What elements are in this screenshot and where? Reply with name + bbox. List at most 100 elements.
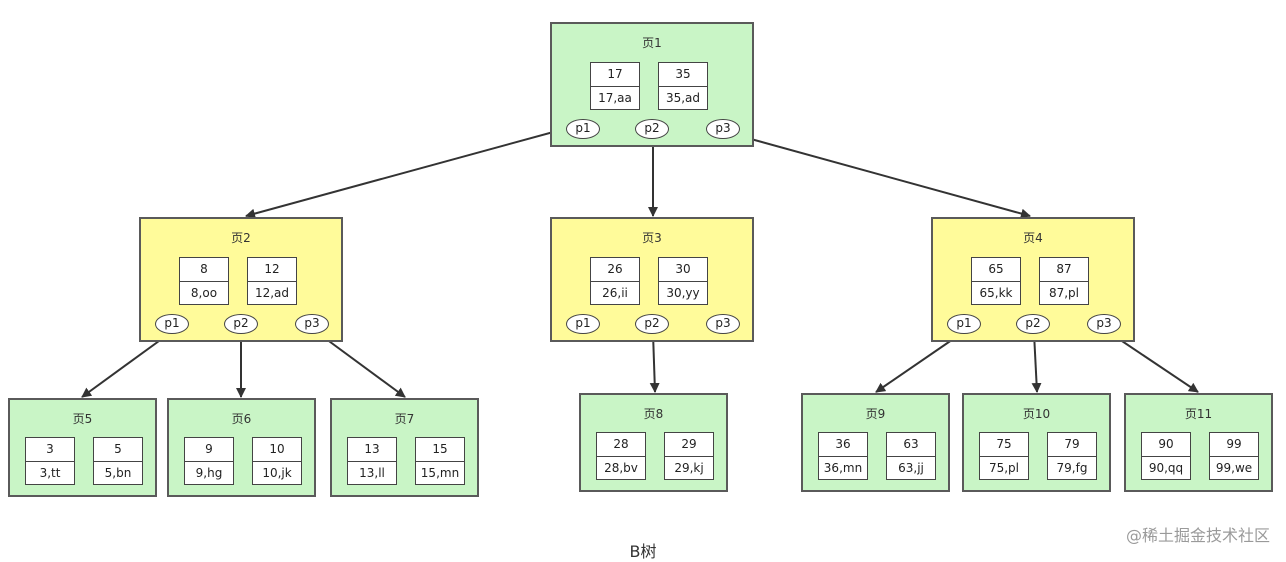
- record: 65 65,kk: [971, 257, 1021, 305]
- record-key: 17: [591, 63, 639, 87]
- record-key: 90: [1142, 433, 1190, 457]
- page-label: 页5: [72, 412, 93, 426]
- pointer-p3: p3: [706, 119, 740, 139]
- record: 35 35,ad: [658, 62, 708, 110]
- record-key: 99: [1210, 433, 1258, 457]
- pointer-p3: p3: [295, 314, 329, 334]
- pointer-p2: p2: [635, 314, 669, 334]
- record-key: 87: [1040, 258, 1088, 282]
- record-key: 28: [597, 433, 645, 457]
- page-node-3: 页3 26 26,ii 30 30,yy p1 p2 p3: [550, 217, 754, 342]
- record-key: 26: [591, 258, 639, 282]
- record: 10 10,jk: [252, 437, 302, 485]
- record-key: 75: [980, 433, 1028, 457]
- page-label: 页4: [1023, 231, 1043, 245]
- record-key: 5: [94, 438, 142, 462]
- record-data: 15,mn: [420, 466, 460, 480]
- pointer-p1: p1: [566, 119, 600, 139]
- page-node-7: 页7 13 13,ll 15 15,mn: [330, 398, 479, 497]
- record: 5 5,bn: [93, 437, 143, 485]
- record-key: 8: [180, 258, 228, 282]
- page-node-11: 页11 90 90,qq 99 99,we: [1124, 393, 1273, 492]
- pointer-p3: p3: [706, 314, 740, 334]
- record-data: 65,kk: [979, 286, 1013, 300]
- page-label: 页11: [1184, 407, 1213, 421]
- record: 15 15,mn: [415, 437, 465, 485]
- record-key: 36: [819, 433, 867, 457]
- record-data: 87,pl: [1048, 286, 1080, 300]
- record-key: 10: [253, 438, 301, 462]
- record-data: 8,oo: [190, 286, 218, 300]
- page-node-8: 页8 28 28,bv 29 29,kj: [579, 393, 728, 492]
- pointer-p2: p2: [1016, 314, 1050, 334]
- record-data: 35,ad: [665, 91, 701, 105]
- record-data: 90,qq: [1148, 461, 1184, 475]
- page-node-10: 页10 75 75,pl 79 79,fg: [962, 393, 1111, 492]
- page-label: 页8: [643, 407, 664, 421]
- edge-page1-page2: [245, 127, 569, 219]
- page-label: 页9: [865, 407, 886, 421]
- record-key: 65: [972, 258, 1020, 282]
- record: 8 8,oo: [179, 257, 229, 305]
- record-data: 26,ii: [602, 286, 628, 300]
- record-data: 12,ad: [254, 286, 290, 300]
- pointer-p1: p1: [566, 314, 600, 334]
- record-key: 12: [248, 258, 296, 282]
- edge-page2-page7: [317, 332, 406, 398]
- record-data: 29,kj: [674, 461, 704, 475]
- page-node-6: 页6 9 9,hg 10 10,jk: [167, 398, 316, 497]
- record-data: 99,we: [1215, 461, 1253, 475]
- record: 17 17,aa: [590, 62, 640, 110]
- page-node-1: 页1 17 17,aa 35 35,ad p1 p2 p3: [550, 22, 754, 147]
- edge-page4-page10: [1031, 332, 1042, 393]
- record-key: 63: [887, 433, 935, 457]
- page-node-2: 页2 8 8,oo 12 12,ad p1 p2 p3: [139, 217, 343, 342]
- record-data: 79,fg: [1056, 461, 1088, 475]
- pointer-p1: p1: [947, 314, 981, 334]
- record: 87 87,pl: [1039, 257, 1089, 305]
- record: 63 63,jj: [886, 432, 936, 480]
- record-key: 29: [665, 433, 713, 457]
- record: 9 9,hg: [184, 437, 234, 485]
- record-data: 17,aa: [598, 91, 632, 105]
- watermark: @稀土掘金技术社区: [1125, 526, 1270, 545]
- record-data: 30,yy: [666, 286, 700, 300]
- pointer-p3: p3: [1087, 314, 1121, 334]
- record-data: 75,pl: [988, 461, 1020, 475]
- edge-page2-page5: [81, 332, 171, 398]
- record-data: 9,hg: [195, 466, 223, 480]
- record: 90 90,qq: [1141, 432, 1191, 480]
- edge-page3-page8: [649, 332, 660, 393]
- record: 12 12,ad: [247, 257, 297, 305]
- record-key: 13: [348, 438, 396, 462]
- record: 30 30,yy: [658, 257, 708, 305]
- page-node-4: 页4 65 65,kk 87 87,pl p1 p2 p3: [931, 217, 1135, 342]
- record-data: 10,jk: [262, 466, 292, 480]
- record-data: 63,jj: [898, 461, 924, 475]
- record-key: 9: [185, 438, 233, 462]
- page-node-9: 页9 36 36,mn 63 63,jj: [801, 393, 950, 492]
- record-data: 28,bv: [604, 461, 638, 475]
- page-label: 页7: [394, 412, 415, 426]
- record-key: 35: [659, 63, 707, 87]
- record: 29 29,kj: [664, 432, 714, 480]
- record: 28 28,bv: [596, 432, 646, 480]
- record: 99 99,we: [1209, 432, 1259, 480]
- page-node-5: 页5 3 3,tt 5 5,bn: [8, 398, 157, 497]
- diagram-caption: B树: [629, 542, 657, 561]
- record: 79 79,fg: [1047, 432, 1097, 480]
- record: 36 36,mn: [818, 432, 868, 480]
- page-label: 页3: [642, 231, 662, 245]
- record: 75 75,pl: [979, 432, 1029, 480]
- record-data: 36,mn: [823, 461, 863, 475]
- record-key: 79: [1048, 433, 1096, 457]
- edge-page4-page11: [1109, 332, 1199, 393]
- record: 13 13,ll: [347, 437, 397, 485]
- page-label: 页2: [231, 231, 251, 245]
- edge-page4-page9: [875, 332, 963, 393]
- page-label: 页1: [642, 36, 662, 50]
- page-label: 页6: [231, 412, 252, 426]
- record: 26 26,ii: [590, 257, 640, 305]
- page-label: 页10: [1022, 407, 1051, 421]
